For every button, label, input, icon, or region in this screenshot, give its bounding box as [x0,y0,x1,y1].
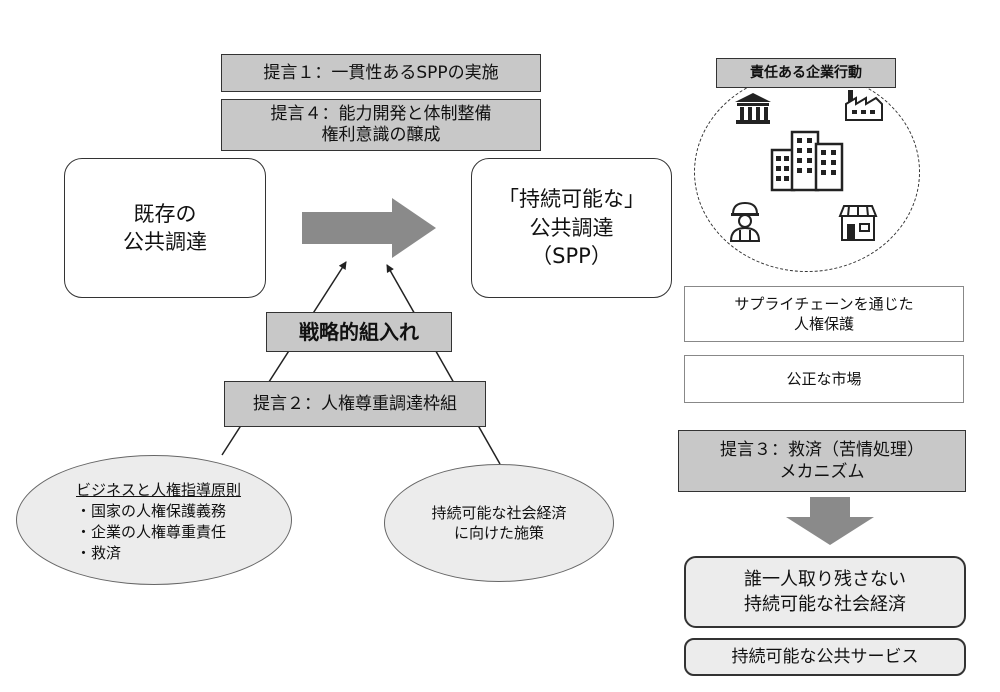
supply-chain-box: サプライチェーンを通じた 人権保護 [684,286,964,342]
policy-text: 持続可能な社会経済 に向けた施策 [384,464,614,582]
fair-market-box: 公正な市場 [684,355,964,403]
arrow-policy-to-strategy [386,264,501,465]
outcome-line1: 誰一人取り残さない [744,568,906,590]
bank-icon [735,93,771,124]
proposal-4-line1: 提言４：能力開発と体制整備 [270,103,492,124]
outcome-line2: 持続可能な社会経済 [744,594,906,615]
existing-line1: 既存の [133,201,197,226]
ungp-item: ・企業の人権尊重責任 [76,523,227,541]
fair-market-label: 公正な市場 [786,369,862,388]
proposal-3-line1: 提言３：救済（苦情処理） [720,439,924,460]
ungp-text: ビジネスと人権指導原則 ・国家の人権保護義務 ・企業の人権尊重責任 ・救済 [76,480,241,564]
proposal-1-label: 提言１：一貫性あるSPPの実施 [263,62,499,83]
policy-ellipse [384,464,614,582]
proposal-4-box: 提言４：能力開発と体制整備 権利意識の醸成 [221,99,541,151]
supply-chain-line1: サプライチェーンを通じた [734,294,914,313]
sustainable-procurement-box: 「持続可能な」 公共調達 （SPP） [471,158,672,298]
shop-icon [838,205,878,241]
sustainable-line1: 「持続可能な」 [498,187,645,212]
public-service-box: 持続可能な公共サービス [684,638,966,676]
flow-arrow-main [302,198,436,258]
strategic-label: 戦略的組入れ [299,319,419,344]
proposal-2-label: 提言２：人権尊重調達枠組 [253,393,457,414]
proposal-1-box: 提言１：一貫性あるSPPの実施 [221,54,541,92]
construction-worker-icon [729,201,761,242]
ungp-ellipse [16,455,292,585]
proposal-4-line2: 権利意識の醸成 [321,125,441,145]
policy-line1: 持続可能な社会経済 [431,503,567,522]
down-arrow [786,497,874,545]
sustainable-line2: 公共調達 [529,215,614,240]
ungp-item: ・救済 [76,544,122,562]
proposal-2-box: 提言２：人権尊重調達枠組 [224,381,486,427]
ungp-title: ビジネスと人権指導原則 [76,481,242,499]
strategic-integration-box: 戦略的組入れ [266,312,452,352]
outcome-box: 誰一人取り残さない 持続可能な社会経済 [684,556,966,628]
proposal-3-line2: メカニズム [779,462,865,482]
existing-line2: 公共調達 [123,230,207,254]
rbc-label-box: 責任ある企業行動 [716,58,896,88]
supply-chain-line2: 人権保護 [793,315,854,333]
sustainable-line3: （SPP） [531,244,612,269]
proposal-3-box: 提言３：救済（苦情処理） メカニズム [678,430,966,492]
rbc-label: 責任ある企業行動 [750,64,862,81]
office-buildings-icon [770,130,844,192]
public-service-label: 持続可能な公共サービス [731,646,919,667]
factory-icon [845,90,883,121]
ungp-item: ・国家の人権保護義務 [76,502,227,520]
policy-line2: に向けた施策 [453,524,544,542]
existing-procurement-box: 既存の 公共調達 [64,158,266,298]
